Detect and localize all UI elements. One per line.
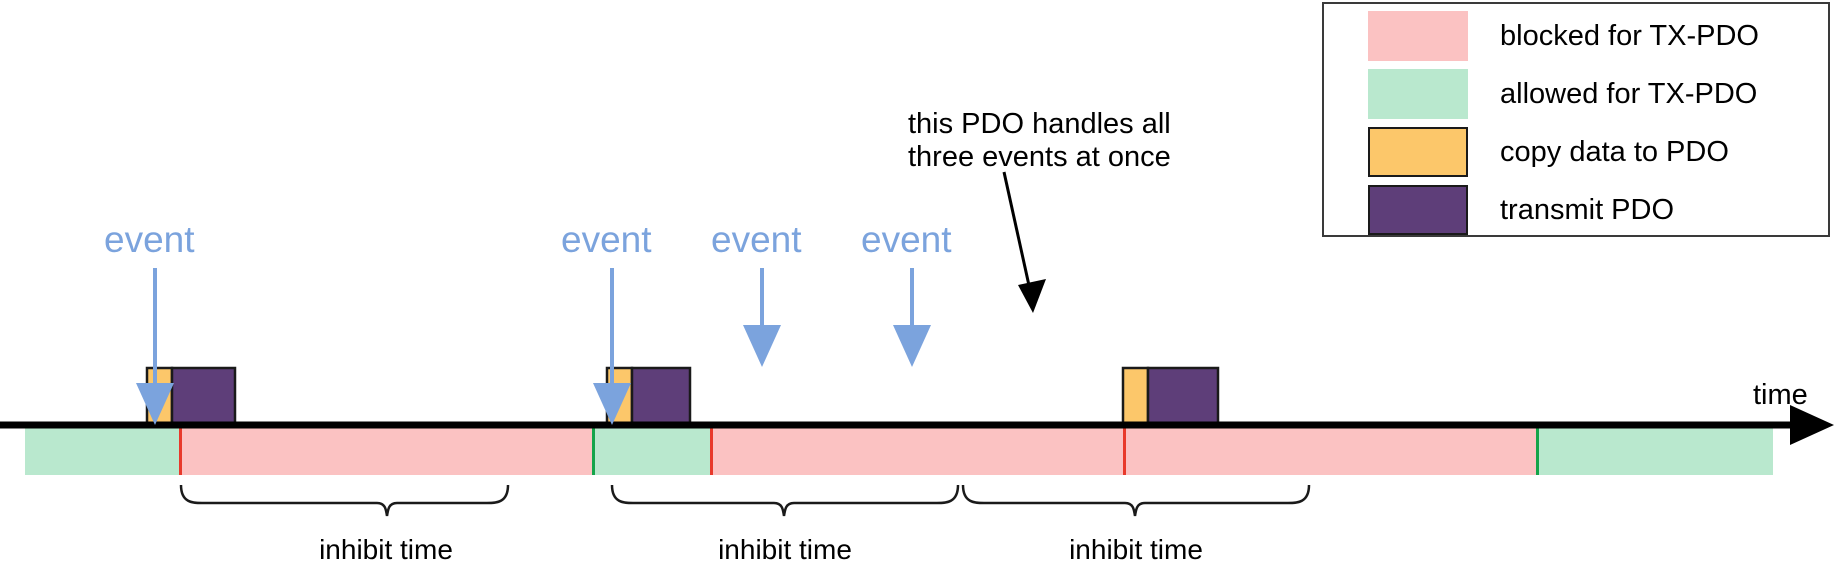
band-segment-allowed-2	[593, 427, 711, 475]
time-axis-label: time	[1753, 379, 1808, 411]
time-axis-arrowhead	[1790, 405, 1834, 445]
band-segment-blocked-1	[180, 427, 593, 475]
inhibit-time-label-3: inhibit time	[1069, 534, 1203, 565]
transmit-pdo-block-3	[1146, 366, 1220, 427]
event-label-2: event	[561, 219, 652, 260]
legend-item-transmit: transmit PDO	[1324, 182, 1828, 238]
annotation-line-1: this PDO handles all	[908, 108, 1171, 140]
legend-label-transmit: transmit PDO	[1500, 193, 1675, 226]
legend-swatch-copy	[1368, 127, 1468, 177]
band-segment-allowed-1	[25, 427, 180, 475]
legend-swatch-transmit	[1368, 185, 1468, 235]
inhibit-brace-2	[610, 484, 960, 517]
inhibit-brace-3	[961, 484, 1311, 517]
event-arrow-2-head	[593, 383, 631, 425]
legend-item-allowed: allowed for TX-PDO	[1324, 66, 1828, 122]
legend-label-allowed: allowed for TX-PDO	[1500, 77, 1758, 110]
legend-label-blocked: blocked for TX-PDO	[1500, 19, 1759, 52]
annotation-line-2: three events at once	[908, 141, 1171, 173]
event-label-3: event	[711, 219, 802, 260]
event-arrow-3-head	[743, 325, 781, 367]
legend-label-copy: copy data to PDO	[1500, 135, 1729, 168]
legend-swatch-allowed	[1368, 69, 1468, 119]
legend-item-blocked: blocked for TX-PDO	[1324, 8, 1828, 64]
copy-data-block-3	[1121, 366, 1150, 427]
transmit-pdo-block-2	[630, 366, 692, 427]
inhibit-brace-2-path	[610, 484, 960, 517]
event-arrow-4	[893, 268, 931, 367]
inhibit-brace-1-path	[179, 484, 510, 517]
band-dividers	[179, 427, 1539, 475]
state-band	[25, 427, 1773, 475]
annotation-arrow-head	[1018, 279, 1046, 313]
annotation-arrow-shaft	[1002, 171, 1032, 291]
inhibit-time-label-2: inhibit time	[718, 534, 852, 565]
pdo-block-3	[1121, 366, 1220, 427]
event-arrow-3	[743, 268, 781, 367]
event-label-4: event	[861, 219, 952, 260]
inhibit-brace-1	[179, 484, 510, 517]
time-axis	[0, 405, 1834, 445]
inhibit-time-label-1: inhibit time	[319, 534, 453, 565]
pdo-block-1	[145, 366, 237, 427]
legend-box: blocked for TX-PDO allowed for TX-PDO co…	[1322, 2, 1830, 237]
event-arrow-2	[593, 268, 631, 425]
event-arrow-1	[136, 268, 174, 425]
transmit-pdo-block-1	[170, 366, 237, 427]
event-label-1: event	[104, 219, 195, 260]
legend-swatch-blocked	[1368, 11, 1468, 61]
annotation-arrow	[1002, 171, 1046, 313]
band-segment-allowed-3	[1537, 427, 1773, 475]
event-arrow-4-head	[893, 325, 931, 367]
event-arrow-1-head	[136, 383, 174, 425]
legend-item-copy: copy data to PDO	[1324, 124, 1828, 180]
inhibit-brace-3-path	[961, 484, 1311, 517]
